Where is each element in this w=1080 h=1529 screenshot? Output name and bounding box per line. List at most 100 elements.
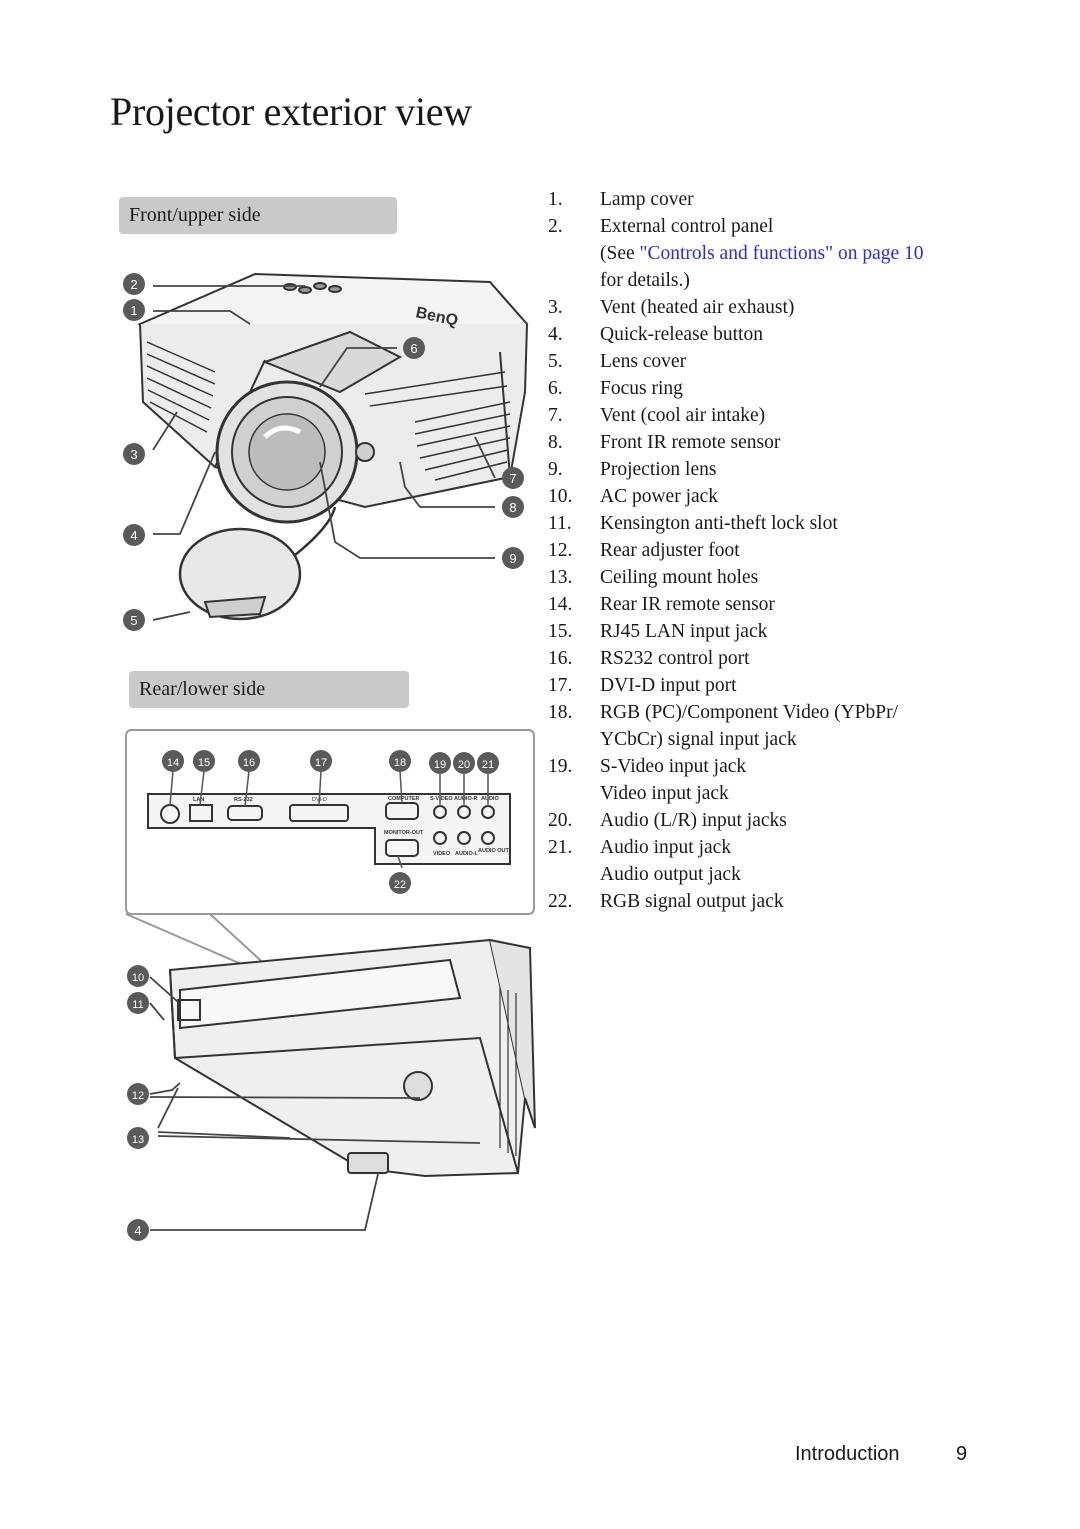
rear-projector-illustration: LAN RS-232 DVI-D COMPUTER MONITOR-OUT S-… xyxy=(125,729,536,1231)
svg-text:21: 21 xyxy=(482,759,494,771)
list-item: 11. Kensington anti-theft lock slot xyxy=(548,510,978,537)
item-number: 11. xyxy=(548,513,572,534)
svg-text:9: 9 xyxy=(509,551,516,566)
section-header-rear: Rear/lower side xyxy=(129,671,409,708)
item-text: RJ45 LAN input jack xyxy=(600,621,768,642)
panel-label-video: VIDEO xyxy=(433,851,451,857)
svg-text:15: 15 xyxy=(198,757,210,769)
callout-20: 20 xyxy=(453,752,475,774)
list-item: 1. Lamp cover xyxy=(548,186,978,213)
callout-2: 2 xyxy=(123,273,145,295)
svg-text:12: 12 xyxy=(132,1090,144,1102)
item-text: Vent (heated air exhaust) xyxy=(600,297,795,318)
panel-label-rs232: RS-232 xyxy=(234,797,253,803)
svg-text:11: 11 xyxy=(132,999,143,1011)
list-item: 20. Audio (L/R) input jacks xyxy=(548,807,978,834)
item-text: Rear adjuster foot xyxy=(600,540,740,561)
svg-text:4: 4 xyxy=(130,528,137,543)
svg-text:16: 16 xyxy=(243,757,255,769)
item-number: 12. xyxy=(548,540,573,561)
item-number: 10. xyxy=(548,486,573,507)
list-item: 17.DVI-D input port xyxy=(548,672,978,699)
svg-text:4: 4 xyxy=(134,1223,141,1238)
item-number: 15. xyxy=(548,621,573,642)
callout-8: 8 xyxy=(502,496,524,518)
svg-text:5: 5 xyxy=(130,613,137,628)
callout-19: 19 xyxy=(429,752,451,774)
rear-callouts: 14 15 16 17 18 19 20 21 22 10 11 12 13 4 xyxy=(127,750,499,1241)
item-number: 17. xyxy=(548,675,573,696)
item-text: Lens cover xyxy=(600,351,687,372)
list-item: 22.RGB signal output jack xyxy=(548,888,978,915)
item-text: S-Video input jack xyxy=(600,756,747,777)
list-item-note: (See "Controls and functions" on page 10 xyxy=(548,240,978,267)
callout-1: 1 xyxy=(123,299,145,321)
callout-12: 12 xyxy=(127,1083,149,1105)
svg-text:10: 10 xyxy=(132,972,144,984)
item-number: 8. xyxy=(548,432,563,453)
item-number: 19. xyxy=(548,756,573,777)
item-number: 21. xyxy=(548,837,573,858)
item-number: 20. xyxy=(548,810,573,831)
item-text: RGB signal output jack xyxy=(600,891,784,912)
list-item: 13.Ceiling mount holes xyxy=(548,564,978,591)
item-text: RS232 control port xyxy=(600,648,750,669)
svg-text:17: 17 xyxy=(315,757,327,769)
list-item: 2. External control panel xyxy=(548,213,978,240)
list-item: 16.RS232 control port xyxy=(548,645,978,672)
list-item-note: for details.) xyxy=(548,267,978,294)
item-text: Audio input jack xyxy=(600,837,732,858)
list-item: 8. Front IR remote sensor xyxy=(548,429,978,456)
list-item: 9. Projection lens xyxy=(548,456,978,483)
callout-5: 5 xyxy=(123,609,145,631)
svg-text:22: 22 xyxy=(394,879,406,891)
callout-11: 11 xyxy=(127,992,149,1014)
svg-text:19: 19 xyxy=(434,759,446,771)
panel-label-svideo: S-VIDEO xyxy=(430,796,453,802)
item-text: Projection lens xyxy=(600,459,717,480)
item-text: Lamp cover xyxy=(600,189,694,210)
callout-21: 21 xyxy=(477,752,499,774)
list-item: 12. Rear adjuster foot xyxy=(548,537,978,564)
callout-14: 14 xyxy=(162,750,184,772)
item-number: 9. xyxy=(548,459,563,480)
list-item-continuation: Audio output jack xyxy=(600,864,741,885)
item-text: Ceiling mount holes xyxy=(600,567,759,588)
panel-label-audio-out: AUDIO OUT xyxy=(478,848,510,854)
controls-functions-link[interactable]: "Controls and functions" on page 10 xyxy=(639,243,924,264)
callout-7: 7 xyxy=(502,467,524,489)
list-item: 4.Quick-release button xyxy=(548,321,978,348)
callout-9: 9 xyxy=(502,547,524,569)
callout-18: 18 xyxy=(389,750,411,772)
item-number: 18. xyxy=(548,702,573,723)
svg-text:8: 8 xyxy=(509,500,516,515)
callout-6: 6 xyxy=(403,337,425,359)
list-item-continuation: Video input jack xyxy=(600,783,729,804)
list-item: 19. S-Video input jack xyxy=(548,753,978,780)
list-item: 6.Focus ring xyxy=(548,375,978,402)
panel-label-computer: COMPUTER xyxy=(388,796,420,802)
svg-text:3: 3 xyxy=(130,447,137,462)
item-number: 1. xyxy=(548,189,563,210)
item-text: AC power jack xyxy=(600,486,719,507)
item-text: Front IR remote sensor xyxy=(600,432,781,453)
item-number: 7. xyxy=(548,405,563,426)
list-item: 18.RGB (PC)/Component Video (YPbPr/ xyxy=(548,699,978,726)
item-text: External control panel xyxy=(600,216,774,237)
list-item: 3.Vent (heated air exhaust) xyxy=(548,294,978,321)
item-text: Vent (cool air intake) xyxy=(600,405,766,426)
item-text: Kensington anti-theft lock slot xyxy=(600,513,838,534)
list-item: 10. AC power jack xyxy=(548,483,978,510)
item-number: 14. xyxy=(548,594,573,615)
callout-4-rear: 4 xyxy=(127,1219,149,1241)
panel-label-lan: LAN xyxy=(193,797,204,803)
item-number: 2. xyxy=(548,216,563,237)
list-item: 7. Vent (cool air intake) xyxy=(548,402,978,429)
item-text: Audio (L/R) input jacks xyxy=(600,810,787,831)
callout-15: 15 xyxy=(193,750,215,772)
list-item: 21. Audio input jack xyxy=(548,834,978,861)
svg-text:13: 13 xyxy=(132,1134,144,1146)
section-header-front: Front/upper side xyxy=(119,197,397,234)
callout-4: 4 xyxy=(123,524,145,546)
panel-label-audio-r: AUDIO-R xyxy=(454,796,478,802)
